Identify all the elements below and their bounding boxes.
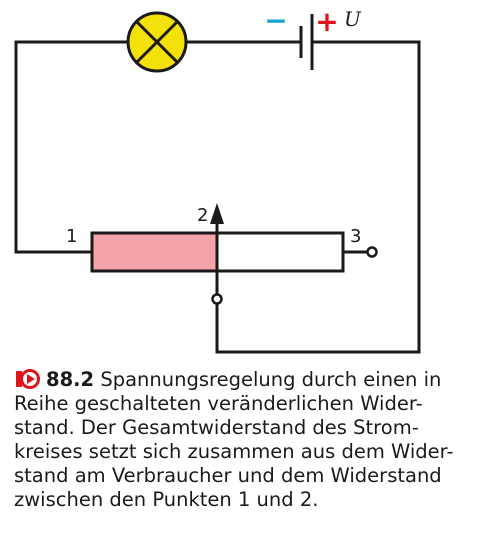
caption-line-6: zwischen den Punkten 1 und 2. — [14, 488, 319, 511]
resistor-active-part — [92, 233, 217, 271]
play-arrow-icon — [16, 369, 40, 389]
caption-text-1: Spannungsregelung durch einen in — [94, 368, 442, 391]
caption-line-1: 88.2 Spannungsregelung durch einen in — [14, 368, 484, 392]
point-label-3: 3 — [350, 226, 361, 247]
terminal-slider — [211, 293, 223, 305]
plus-sign: + — [315, 5, 338, 38]
variable-resistor — [90, 203, 378, 305]
figure-number: 88.2 — [46, 368, 95, 391]
caption-line-5: stand am Verbraucher und dem Widerstand — [14, 464, 442, 487]
circuit-wires — [14, 40, 421, 354]
caption-line-4: kreises setzt sich zusammen aus dem Wide… — [14, 440, 454, 463]
voltage-label: U — [344, 7, 362, 31]
caption-line-3: stand. Der Gesamtwiderstand des Strom- — [14, 416, 419, 439]
lamp-cross — [135, 20, 179, 64]
wire-left-top — [14, 40, 129, 254]
battery-symbol: − + U — [264, 4, 362, 70]
slider-arrow-icon — [210, 203, 224, 224]
minus-sign: − — [264, 4, 287, 37]
caption-line-2: Reihe geschalteten veränderlichen Wider- — [14, 392, 423, 415]
terminal-point-3 — [366, 246, 378, 258]
figure-caption: 88.2 Spannungsregelung durch einen in Re… — [14, 368, 484, 512]
lamp-symbol — [126, 11, 188, 73]
point-label-1: 1 — [66, 226, 77, 247]
wire-battery-right — [215, 40, 421, 354]
point-label-2: 2 — [197, 205, 208, 226]
